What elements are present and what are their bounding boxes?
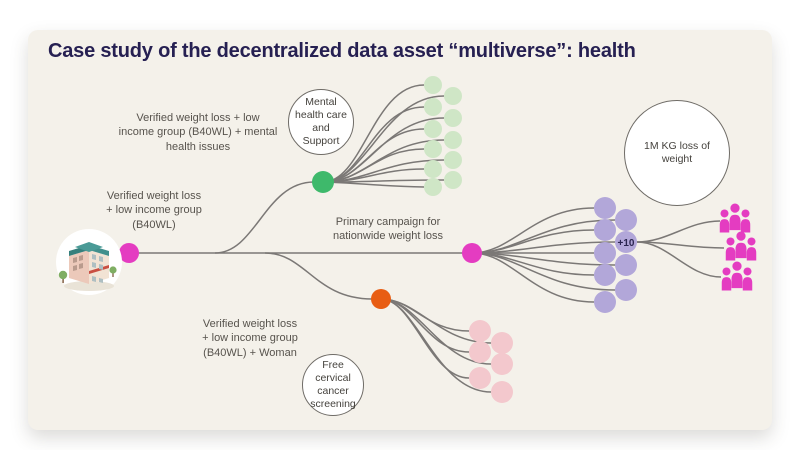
mental-outcome-text: Mental health care and Support bbox=[295, 95, 347, 148]
people-group-icon bbox=[719, 203, 751, 233]
mental-outcome-circle: Mental health care and Support bbox=[288, 89, 354, 155]
woman-outcome-circle: Free cervical cancer screening bbox=[302, 354, 364, 416]
plus10-node: +10 bbox=[615, 231, 637, 253]
flow-diagram: +10 bbox=[56, 76, 757, 403]
building-icon bbox=[56, 229, 122, 295]
people-group-icon bbox=[721, 261, 753, 291]
impact-circle: 1M KG loss of weight bbox=[624, 100, 730, 206]
source-node bbox=[119, 243, 139, 263]
woman-branch-label: Verified weight loss + low income group … bbox=[202, 318, 298, 359]
primary-branch-node bbox=[462, 243, 482, 263]
mental-recipient-dots bbox=[424, 76, 462, 196]
slide-panel: Case study of the decentralized data ass… bbox=[28, 30, 772, 430]
people-group-icon bbox=[725, 231, 757, 261]
source-label: Verified weight loss + low income group … bbox=[106, 190, 202, 231]
mental-branch-label: Verified weight loss + low income group … bbox=[118, 112, 278, 153]
impact-text: 1M KG loss of weight bbox=[644, 139, 710, 165]
people-groups bbox=[719, 203, 757, 291]
slide-title: Case study of the decentralized data ass… bbox=[48, 40, 636, 62]
tree-icon bbox=[58, 266, 117, 283]
primary-recipient-dots: +10 bbox=[594, 197, 637, 313]
woman-branch-node bbox=[371, 289, 391, 309]
connector-lines bbox=[129, 84, 725, 393]
woman-outcome-text: Free cervical cancer screening bbox=[310, 358, 356, 411]
mental-branch-node bbox=[312, 171, 334, 193]
woman-recipient-dots bbox=[469, 320, 513, 403]
primary-branch-label: Primary campaign for nationwide weight l… bbox=[332, 216, 444, 243]
plus10-label: +10 bbox=[618, 238, 635, 249]
